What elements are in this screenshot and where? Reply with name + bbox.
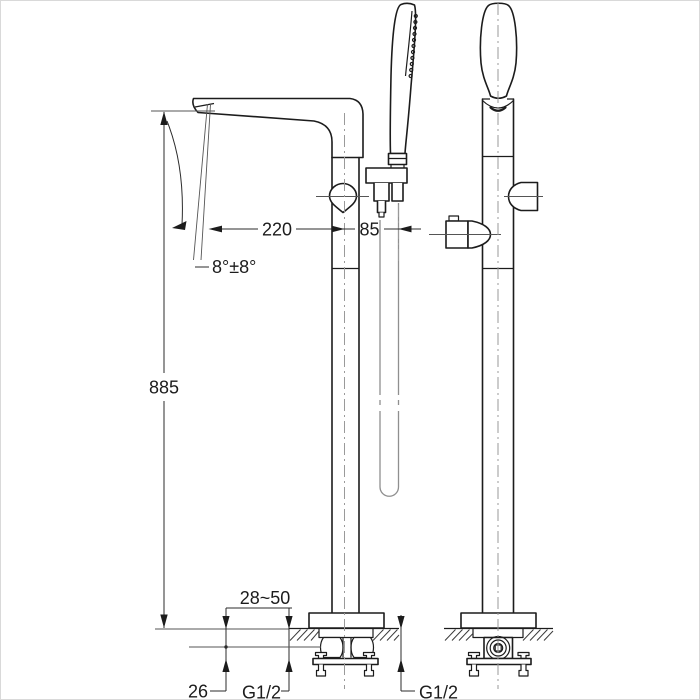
mounting-bolt [468, 664, 480, 677]
front-base [289, 612, 400, 677]
clamp-bar-side [466, 657, 532, 666]
dim-spout-reach [208, 225, 421, 233]
handshower-wand-profile [387, 2, 418, 168]
dim-floor-range [189, 607, 415, 692]
dim-label-inlet-drop: 26 [188, 682, 208, 700]
dim-label-thread-left: G1/2 [242, 683, 281, 700]
wand-handle-end [391, 182, 404, 202]
dim-label-thread-right: G1/2 [419, 683, 458, 700]
dim-label-spout-reach: 220 [262, 220, 292, 240]
clamp-bar-front [312, 657, 379, 666]
front-view [192, 2, 418, 677]
side-view [429, 2, 554, 677]
spout [192, 97, 364, 159]
outlet-elbow-side [429, 215, 501, 249]
handshower-hose [379, 203, 400, 497]
front-column [331, 156, 360, 614]
dim-label-floor-range: 28~50 [240, 588, 291, 608]
mounting-bolt [315, 664, 327, 677]
mounting-bolt [363, 664, 375, 677]
dim-label-overall-height: 885 [149, 378, 179, 398]
hose-connector [373, 182, 390, 218]
diverter-knob-front [328, 182, 358, 214]
front-base-flange [308, 612, 385, 629]
dimension-annotations: 220 85 885 8°±8° 28~50 26 G1/2 G1/2 [149, 103, 458, 700]
floor-hatching-front [289, 629, 400, 641]
inlet-port-side [494, 644, 502, 652]
dim-spout-angle [166, 103, 211, 268]
mounting-bolt [518, 664, 529, 677]
floor-hatching-side [444, 629, 554, 641]
spray-nozzle-dots [408, 13, 418, 79]
dim-overall-height [151, 110, 289, 630]
dim-label-handshower-offset: 85 [359, 220, 379, 240]
centerlines [344, 3, 499, 689]
dim-label-spout-angle: 8°±8° [212, 257, 256, 277]
handshower-holder-bracket [365, 167, 408, 184]
